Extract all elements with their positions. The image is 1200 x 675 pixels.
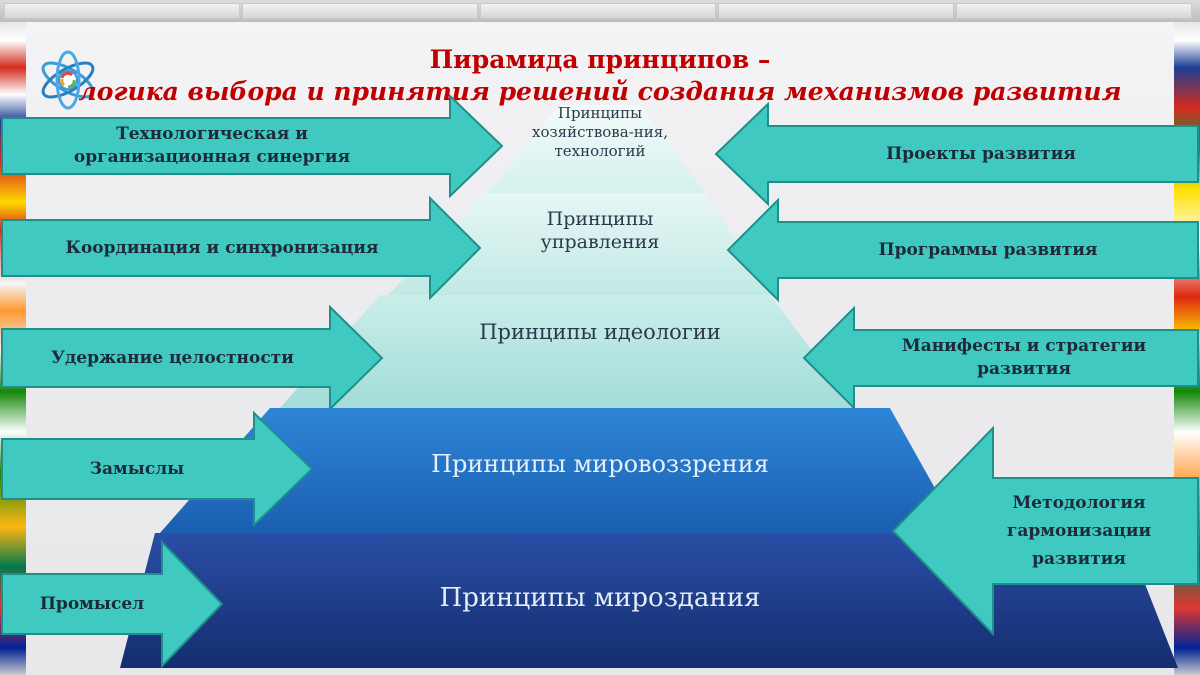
arrow-label: Методология гармонизации развития (1006, 493, 1152, 569)
pyramid-tier-3 (280, 295, 855, 408)
arrow-left-providence: Промысел (1, 539, 224, 669)
pyramid-tier-1 (487, 105, 705, 193)
arrow-label: Координация и синхронизация (65, 237, 379, 258)
frame-cell (242, 3, 478, 19)
title-line-1: Пирамида принципов – (429, 45, 771, 74)
title-line-2: логика выбора и принятия решений создани… (78, 77, 1122, 106)
arrow-left-intentions: Замыслы (1, 410, 314, 528)
arrow-label: Промысел (39, 593, 145, 614)
frame-cell (480, 3, 716, 19)
arrow-left-synergy: Технологическая и организационная синерг… (1, 93, 504, 199)
tier-label-universe: Принципы мироздания (439, 583, 761, 613)
arrow-label: Технологическая и организационная синерг… (73, 124, 351, 167)
arrow-label: Удержание целостности (51, 347, 294, 368)
tier-label-management: Принципы управления (540, 208, 660, 253)
tier-label-economy: Принципы хозяйствова-ния, технологий (532, 104, 668, 160)
arrow-label: Манифесты и стратегии развития (901, 336, 1147, 379)
top-frame-bar (0, 0, 1200, 22)
frame-cell (718, 3, 954, 19)
tier-label-ideology: Принципы идеологии (479, 320, 721, 344)
pyramid-tier-2 (388, 193, 772, 295)
slide-title: Пирамида принципов – логика выбора и при… (60, 44, 1140, 108)
arrow-left-coordination: Координация и синхронизация (1, 195, 482, 301)
arrow-right-programs: Программы развития (726, 197, 1199, 303)
arrow-label: Замыслы (89, 458, 185, 479)
arrow-label: Программы развития (878, 239, 1098, 260)
arrow-right-manifestos: Манифесты и стратегии развития (802, 305, 1199, 411)
frame-cell (956, 3, 1192, 19)
tier-label-worldview: Принципы мировоззрения (431, 450, 769, 478)
frame-cell (4, 3, 240, 19)
atom-swirl-logo-icon (41, 50, 95, 110)
arrow-right-methodology: Методология гармонизации развития (891, 425, 1199, 637)
pyramid-tier-5 (120, 533, 1178, 668)
arrow-left-integrity: Удержание целостности (1, 304, 384, 412)
pyramid-tier-4 (160, 408, 960, 533)
arrow-right-projects: Проекты развития (714, 101, 1199, 207)
arrow-label: Проекты развития (886, 143, 1076, 164)
